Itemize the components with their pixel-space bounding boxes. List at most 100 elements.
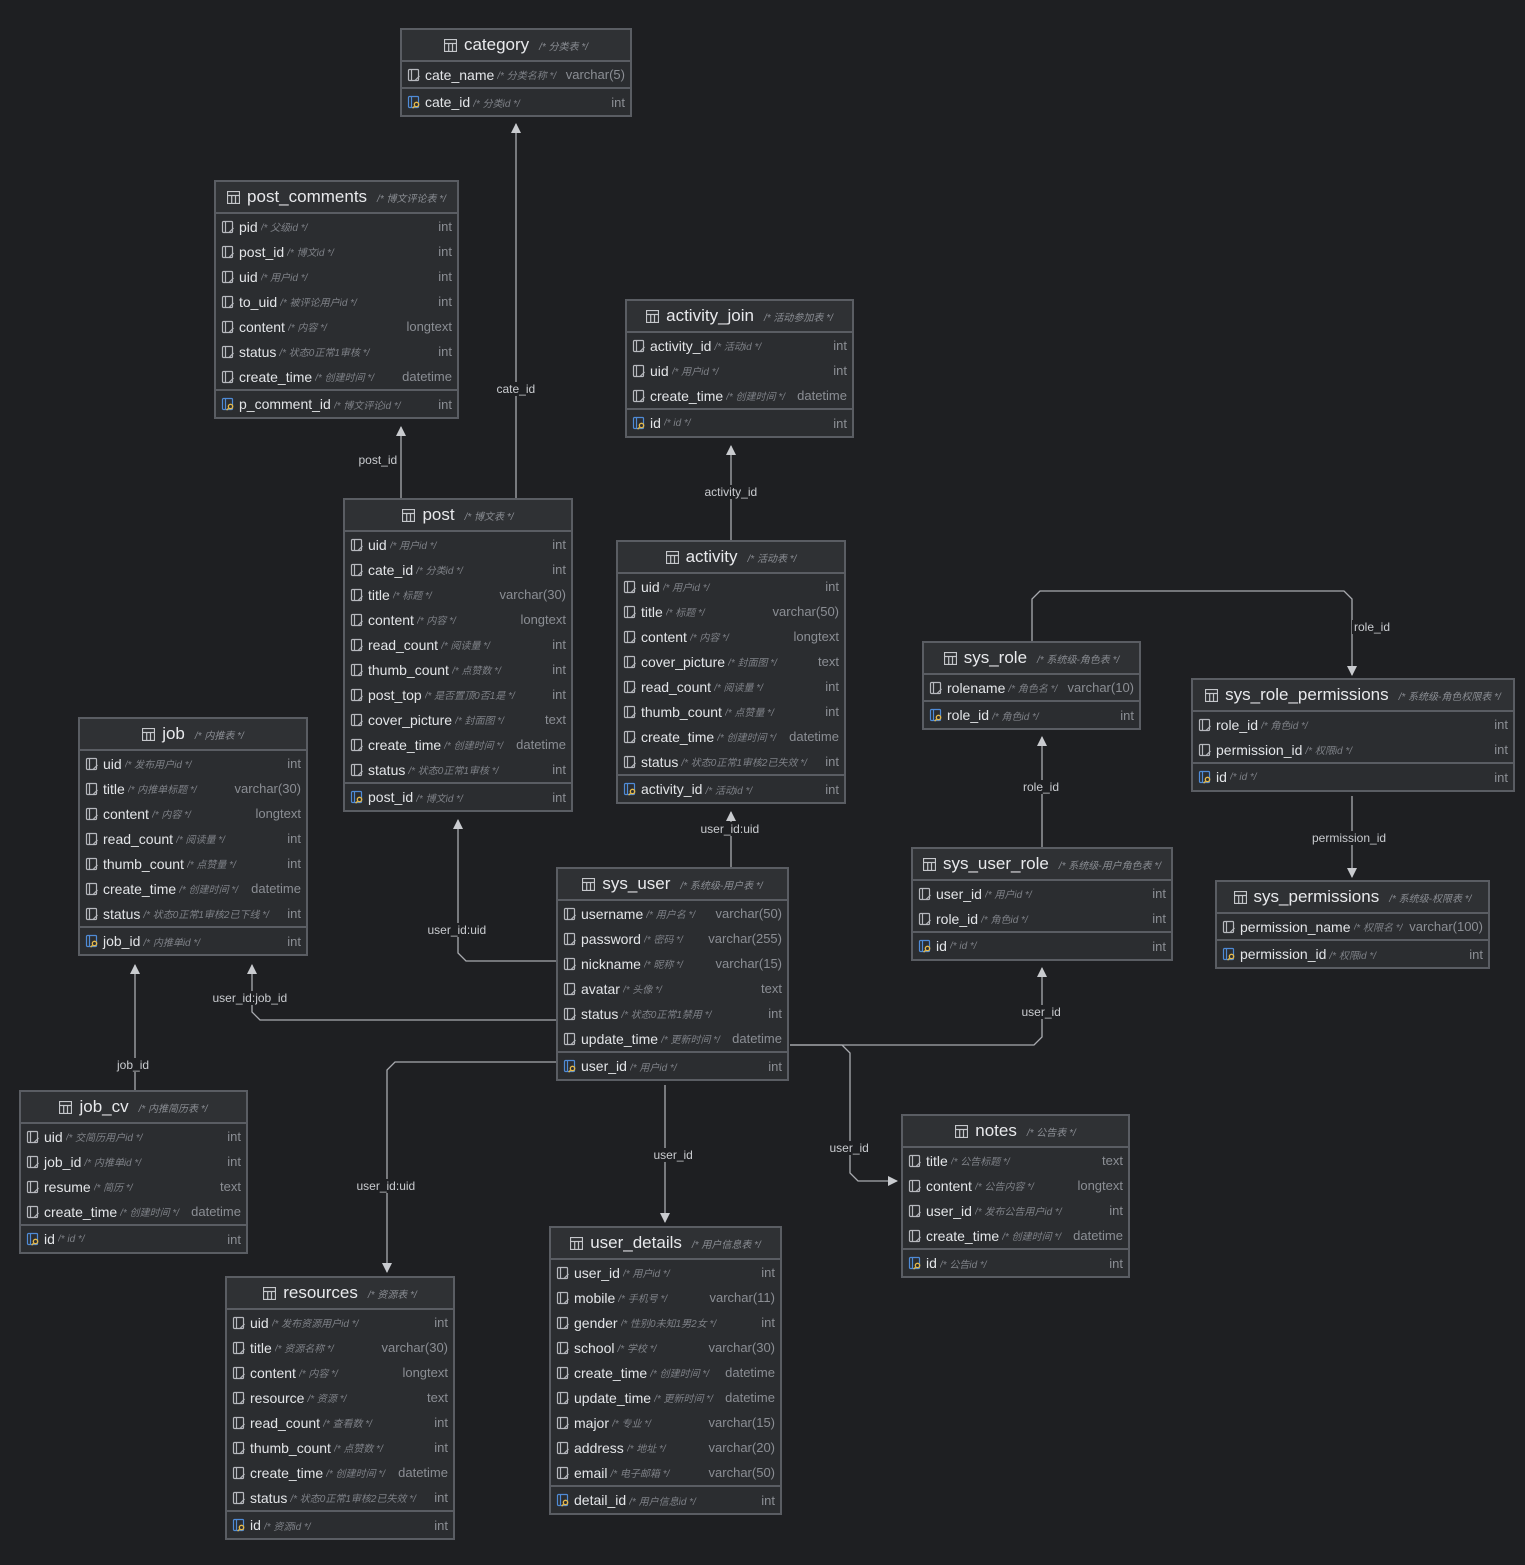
primary-key-row[interactable]: p_comment_id/* 博文评论id */int <box>216 389 457 417</box>
column-row[interactable]: school/* 学校 */varchar(30) <box>551 1335 780 1360</box>
column-row[interactable]: thumb_count/* 点赞量 */int <box>618 699 844 724</box>
column-row[interactable]: cate_name/* 分类名称 */varchar(5) <box>402 62 630 87</box>
column-row[interactable]: title/* 内推单标题 */varchar(30) <box>80 776 306 801</box>
column-row[interactable]: post_id/* 博文id */int <box>216 239 457 264</box>
column-row[interactable]: user_id/* 用户id */int <box>551 1260 780 1285</box>
table-user-details[interactable]: user_details/* 用户信息表 */user_id/* 用户id */… <box>549 1226 782 1515</box>
column-row[interactable]: gender/* 性别0未知1男2女 */int <box>551 1310 780 1335</box>
table-header[interactable]: sys_user/* 系统级-用户表 */ <box>558 869 787 901</box>
column-row[interactable]: user_id/* 发布公告用户id */int <box>903 1198 1128 1223</box>
primary-key-row[interactable]: id/* id */int <box>21 1224 246 1252</box>
primary-key-row[interactable]: permission_id/* 权限id */int <box>1217 939 1488 967</box>
column-row[interactable]: permission_id/* 权限id */int <box>1193 737 1513 762</box>
table-header[interactable]: notes/* 公告表 */ <box>903 1116 1128 1148</box>
column-row[interactable]: content/* 内容 */longtext <box>227 1360 453 1385</box>
column-row[interactable]: cover_picture/* 封面图 */text <box>345 707 571 732</box>
column-row[interactable]: status/* 状态0正常1审核 */int <box>345 757 571 782</box>
column-row[interactable]: read_count/* 阅读量 */int <box>345 632 571 657</box>
column-row[interactable]: to_uid/* 被评论用户id */int <box>216 289 457 314</box>
table-header[interactable]: resources/* 资源表 */ <box>227 1278 453 1310</box>
column-row[interactable]: permission_name/* 权限名 */varchar(100) <box>1217 914 1488 939</box>
column-row[interactable]: activity_id/* 活动id */int <box>627 333 852 358</box>
column-row[interactable]: title/* 标题 */varchar(50) <box>618 599 844 624</box>
column-row[interactable]: cate_id/* 分类id */int <box>345 557 571 582</box>
primary-key-row[interactable]: detail_id/* 用户信息id */int <box>551 1485 780 1513</box>
table-post-comments[interactable]: post_comments/* 博文评论表 */pid/* 父级id */int… <box>214 180 459 419</box>
column-row[interactable]: status/* 状态0正常1审核2已失效 */int <box>227 1485 453 1510</box>
column-row[interactable]: resource/* 资源 */text <box>227 1385 453 1410</box>
column-row[interactable]: update_time/* 更新时间 */datetime <box>558 1026 787 1051</box>
column-row[interactable]: password/* 密码 */varchar(255) <box>558 926 787 951</box>
column-row[interactable]: create_time/* 创建时间 */datetime <box>627 383 852 408</box>
table-header[interactable]: job/* 内推表 */ <box>80 719 306 751</box>
table-header[interactable]: category/* 分类表 */ <box>402 30 630 62</box>
column-row[interactable]: content/* 内容 */longtext <box>80 801 306 826</box>
column-row[interactable]: create_time/* 创建时间 */datetime <box>227 1460 453 1485</box>
primary-key-row[interactable]: id/* id */int <box>1193 762 1513 790</box>
column-row[interactable]: create_time/* 创建时间 */datetime <box>80 876 306 901</box>
column-row[interactable]: create_time/* 创建时间 */datetime <box>345 732 571 757</box>
column-row[interactable]: uid/* 用户id */int <box>345 532 571 557</box>
column-row[interactable]: title/* 公告标题 */text <box>903 1148 1128 1173</box>
column-row[interactable]: cover_picture/* 封面图 */text <box>618 649 844 674</box>
column-row[interactable]: content/* 公告内容 */longtext <box>903 1173 1128 1198</box>
table-category[interactable]: category/* 分类表 */cate_name/* 分类名称 */varc… <box>400 28 632 117</box>
table-header[interactable]: post_comments/* 博文评论表 */ <box>216 182 457 214</box>
primary-key-row[interactable]: post_id/* 博文id */int <box>345 782 571 810</box>
table-header[interactable]: post/* 博文表 */ <box>345 500 571 532</box>
primary-key-row[interactable]: id/* 公告id */int <box>903 1248 1128 1276</box>
column-row[interactable]: uid/* 交简历用户id */int <box>21 1124 246 1149</box>
column-row[interactable]: create_time/* 创建时间 */datetime <box>551 1360 780 1385</box>
primary-key-row[interactable]: cate_id/* 分类id */int <box>402 87 630 115</box>
column-row[interactable]: role_id/* 角色id */int <box>913 906 1171 931</box>
column-row[interactable]: pid/* 父级id */int <box>216 214 457 239</box>
column-row[interactable]: post_top/* 是否置顶0否1是 */int <box>345 682 571 707</box>
column-row[interactable]: uid/* 发布资源用户id */int <box>227 1310 453 1335</box>
primary-key-row[interactable]: job_id/* 内推单id */int <box>80 926 306 954</box>
table-header[interactable]: sys_role_permissions/* 系统级-角色权限表 */ <box>1193 680 1513 712</box>
primary-key-row[interactable]: id/* id */int <box>627 408 852 436</box>
column-row[interactable]: content/* 内容 */longtext <box>216 314 457 339</box>
table-header[interactable]: sys_role/* 系统级-角色表 */ <box>924 643 1139 675</box>
table-header[interactable]: sys_user_role/* 系统级-用户角色表 */ <box>913 849 1171 881</box>
column-row[interactable]: email/* 电子邮箱 */varchar(50) <box>551 1460 780 1485</box>
column-row[interactable]: read_count/* 阅读量 */int <box>618 674 844 699</box>
column-row[interactable]: major/* 专业 */varchar(15) <box>551 1410 780 1435</box>
primary-key-row[interactable]: user_id/* 用户id */int <box>558 1051 787 1079</box>
table-header[interactable]: job_cv/* 内推简历表 */ <box>21 1092 246 1124</box>
column-row[interactable]: uid/* 用户id */int <box>216 264 457 289</box>
column-row[interactable]: title/* 标题 */varchar(30) <box>345 582 571 607</box>
table-header[interactable]: activity/* 活动表 */ <box>618 542 844 574</box>
primary-key-row[interactable]: id/* 资源id */int <box>227 1510 453 1538</box>
table-activity-join[interactable]: activity_join/* 活动参加表 */activity_id/* 活动… <box>625 299 854 438</box>
column-row[interactable]: content/* 内容 */longtext <box>618 624 844 649</box>
column-row[interactable]: status/* 状态0正常1审核2已失效 */int <box>618 749 844 774</box>
column-row[interactable]: create_time/* 创建时间 */datetime <box>903 1223 1128 1248</box>
primary-key-row[interactable]: id/* id */int <box>913 931 1171 959</box>
column-row[interactable]: nickname/* 昵称 */varchar(15) <box>558 951 787 976</box>
primary-key-row[interactable]: role_id/* 角色id */int <box>924 700 1139 728</box>
table-header[interactable]: activity_join/* 活动参加表 */ <box>627 301 852 333</box>
column-row[interactable]: user_id/* 用户id */int <box>913 881 1171 906</box>
column-row[interactable]: uid/* 发布用户id */int <box>80 751 306 776</box>
column-row[interactable]: create_time/* 创建时间 */datetime <box>21 1199 246 1224</box>
column-row[interactable]: update_time/* 更新时间 */datetime <box>551 1385 780 1410</box>
column-row[interactable]: role_id/* 角色id */int <box>1193 712 1513 737</box>
table-sys-user-role[interactable]: sys_user_role/* 系统级-用户角色表 */user_id/* 用户… <box>911 847 1173 961</box>
column-row[interactable]: create_time/* 创建时间 */datetime <box>618 724 844 749</box>
table-sys-permissions[interactable]: sys_permissions/* 系统级-权限表 */permission_n… <box>1215 880 1490 969</box>
column-row[interactable]: status/* 状态0正常1审核2已下线 */int <box>80 901 306 926</box>
primary-key-row[interactable]: activity_id/* 活动id */int <box>618 774 844 802</box>
column-row[interactable]: title/* 资源名称 */varchar(30) <box>227 1335 453 1360</box>
column-row[interactable]: job_id/* 内推单id */int <box>21 1149 246 1174</box>
column-row[interactable]: mobile/* 手机号 */varchar(11) <box>551 1285 780 1310</box>
table-sys-user[interactable]: sys_user/* 系统级-用户表 */username/* 用户名 */va… <box>556 867 789 1081</box>
column-row[interactable]: create_time/* 创建时间 */datetime <box>216 364 457 389</box>
column-row[interactable]: rolename/* 角色名 */varchar(10) <box>924 675 1139 700</box>
column-row[interactable]: username/* 用户名 */varchar(50) <box>558 901 787 926</box>
